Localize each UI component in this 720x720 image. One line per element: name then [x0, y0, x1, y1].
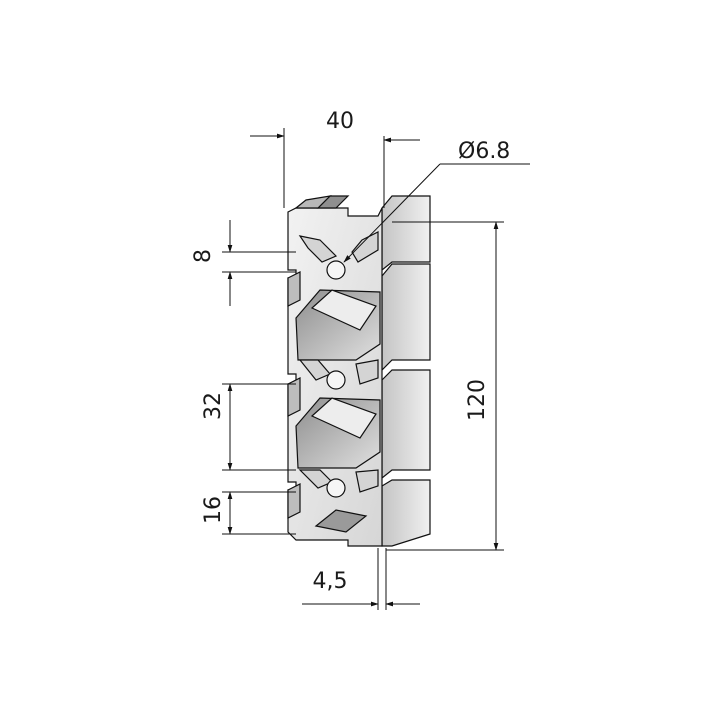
- dimension-edge-offset: 16: [201, 491, 296, 535]
- hole-icon: [326, 370, 346, 390]
- dimension-slot-width: 8: [191, 220, 296, 306]
- hole-icon: [326, 260, 346, 280]
- dimension-length: 120: [386, 221, 504, 551]
- center-holes: [326, 260, 346, 498]
- hole-icon: [326, 478, 346, 498]
- dimension-hole-diameter-label: Ø6.8: [458, 139, 510, 164]
- dimension-slot-width-label: 8: [191, 249, 216, 263]
- dimension-pitch: 32: [201, 383, 296, 471]
- dimension-pitch-label: 32: [201, 392, 226, 420]
- profile-side-face: [381, 195, 431, 547]
- dimension-wall-thickness: 4,5: [302, 548, 420, 610]
- dimension-width: 40: [250, 109, 420, 208]
- dimension-width-label: 40: [326, 109, 354, 134]
- dimension-length-label: 120: [465, 379, 490, 421]
- dimension-wall-thickness-label: 4,5: [313, 569, 348, 594]
- dimension-hole-diameter: Ø6.8: [343, 139, 530, 263]
- dimension-edge-offset-label: 16: [201, 496, 226, 524]
